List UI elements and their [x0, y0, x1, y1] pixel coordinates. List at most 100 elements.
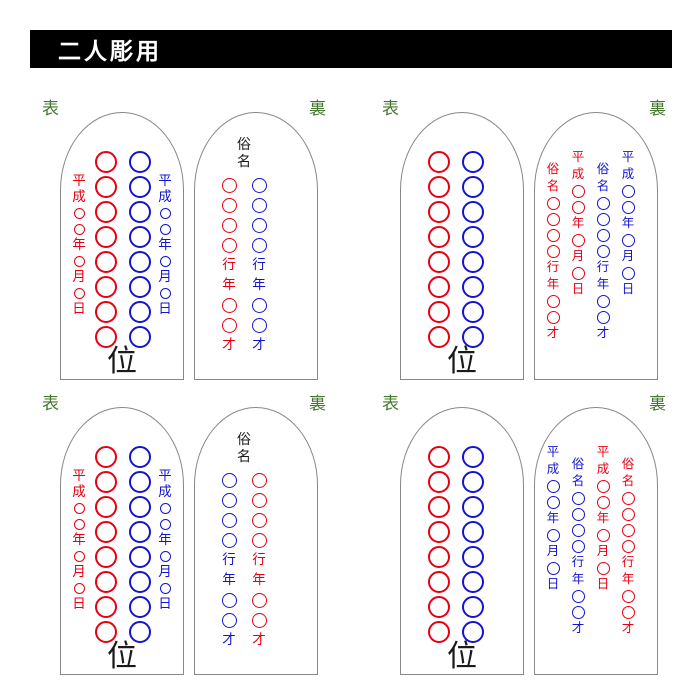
- engraving-placeholder-circle: [596, 196, 610, 210]
- column-glyph: 年: [222, 572, 236, 587]
- engraving-placeholder-circle: [571, 605, 585, 619]
- column-glyph: 俗: [546, 162, 560, 176]
- engraving-placeholder-circle: [159, 287, 171, 299]
- engraving-placeholder-circle: [221, 532, 237, 548]
- kaimyo-circle: [129, 150, 151, 173]
- engraving-placeholder-circle: [221, 512, 237, 528]
- kaimyo-circle: [428, 620, 450, 643]
- kaimyo-circle: [428, 470, 450, 493]
- layout-group-1: 表裏平成年月日平成年月日位俗名行年才行年才: [36, 98, 336, 388]
- column-glyph: 名: [237, 450, 251, 465]
- column-glyph: 平: [158, 468, 172, 483]
- engraving-placeholder-circle: [596, 479, 610, 493]
- death-date-column: 平成年月日: [154, 173, 176, 317]
- engraving-placeholder-circle: [596, 244, 610, 258]
- engraving-placeholder-circle: [621, 184, 635, 198]
- column-glyph: 年: [596, 277, 610, 291]
- rank-character: 位: [447, 345, 477, 378]
- kaimyo-circle: [428, 445, 450, 468]
- engraving-placeholder-circle: [221, 492, 237, 508]
- engraving-placeholder-circle: [251, 237, 267, 253]
- engraving-placeholder-circle: [621, 233, 635, 247]
- column-glyph: 年: [546, 277, 560, 291]
- kaimyo-circle: [95, 225, 117, 248]
- layout-group-4: 表裏位平成年月日俗名行年才平成年月日俗名行年才: [376, 393, 676, 683]
- column-glyph: 名: [596, 179, 610, 193]
- engraving-placeholder-circle: [596, 212, 610, 226]
- column-glyph: 日: [621, 282, 635, 296]
- column-glyph: 成: [546, 462, 560, 476]
- column-glyph: 年: [621, 216, 635, 230]
- engraving-placeholder-circle: [546, 561, 560, 575]
- kaimyo-circle: [462, 300, 484, 323]
- column-glyph: 月: [596, 544, 610, 558]
- column-glyph: 俗: [596, 162, 610, 176]
- column-glyph: 平: [596, 445, 610, 459]
- name-age-column: 行年才: [250, 470, 268, 650]
- kaimyo-circle-column: [95, 444, 117, 644]
- column-glyph: 月: [72, 269, 86, 284]
- kaimyo-circle: [129, 595, 151, 618]
- back-column-date: 平成年月日: [568, 149, 588, 298]
- engraving-placeholder-circle: [73, 223, 85, 235]
- column-glyph: 才: [596, 326, 610, 340]
- engraving-placeholder-circle: [251, 297, 267, 313]
- column-glyph: 行: [222, 552, 236, 567]
- engraving-placeholder-circle: [159, 518, 171, 530]
- kaimyo-circle: [95, 175, 117, 198]
- kaimyo-circle: [428, 570, 450, 593]
- engraving-placeholder-circle: [571, 266, 585, 280]
- kaimyo-circle: [95, 300, 117, 323]
- kaimyo-circle: [129, 495, 151, 518]
- column-glyph: 年: [222, 277, 236, 292]
- header-bar: 二人彫用: [30, 30, 672, 68]
- kaimyo-circle: [129, 470, 151, 493]
- engraving-placeholder-circle: [621, 523, 635, 537]
- engraving-placeholder-circle: [546, 244, 560, 258]
- column-glyph: 才: [546, 326, 560, 340]
- kaimyo-circle: [462, 175, 484, 198]
- kaimyo-circle: [95, 620, 117, 643]
- engraving-placeholder-circle: [621, 491, 635, 505]
- kaimyo-circle: [462, 545, 484, 568]
- engraving-placeholder-circle: [221, 472, 237, 488]
- engraving-placeholder-circle: [571, 523, 585, 537]
- back-side-label: 裏: [649, 99, 666, 118]
- kaimyo-circle: [95, 595, 117, 618]
- engraving-placeholder-circle: [159, 502, 171, 514]
- kaimyo-circle: [95, 200, 117, 223]
- engraving-placeholder-circle: [546, 479, 560, 493]
- engraving-placeholder-circle: [251, 612, 267, 628]
- column-glyph: 才: [621, 621, 635, 635]
- engraving-placeholder-circle: [596, 228, 610, 242]
- back-side-label: 裏: [309, 394, 326, 413]
- back-side-label: 裏: [309, 99, 326, 118]
- kaimyo-circle: [129, 570, 151, 593]
- zokumyo-header: 俗名: [235, 432, 253, 466]
- kaimyo-circle: [428, 325, 450, 348]
- kaimyo-circle: [462, 225, 484, 248]
- engraving-placeholder-circle: [571, 539, 585, 553]
- column-glyph: 才: [252, 632, 266, 647]
- kaimyo-circle: [462, 200, 484, 223]
- engraving-placeholder-circle: [571, 233, 585, 247]
- rank-character: 位: [107, 640, 137, 673]
- engraving-placeholder-circle: [571, 491, 585, 505]
- engraving-placeholder-circle: [73, 207, 85, 219]
- kaimyo-circle: [95, 275, 117, 298]
- layout-group-3: 表裏平成年月日平成年月日位俗名行年才行年才: [36, 393, 336, 683]
- kaimyo-circle: [95, 495, 117, 518]
- column-glyph: 年: [72, 532, 86, 547]
- engraving-placeholder-circle: [221, 197, 237, 213]
- column-glyph: 俗: [571, 457, 585, 471]
- back-column-zokumyo: 俗名行年才: [543, 161, 563, 342]
- column-glyph: 成: [621, 167, 635, 181]
- column-glyph: 平: [621, 150, 635, 164]
- column-glyph: 月: [158, 269, 172, 284]
- kaimyo-circle: [462, 275, 484, 298]
- kaimyo-circle: [462, 250, 484, 273]
- column-glyph: 俗: [237, 138, 251, 153]
- column-glyph: 年: [252, 277, 266, 292]
- column-glyph: 成: [158, 484, 172, 499]
- column-glyph: 日: [158, 596, 172, 611]
